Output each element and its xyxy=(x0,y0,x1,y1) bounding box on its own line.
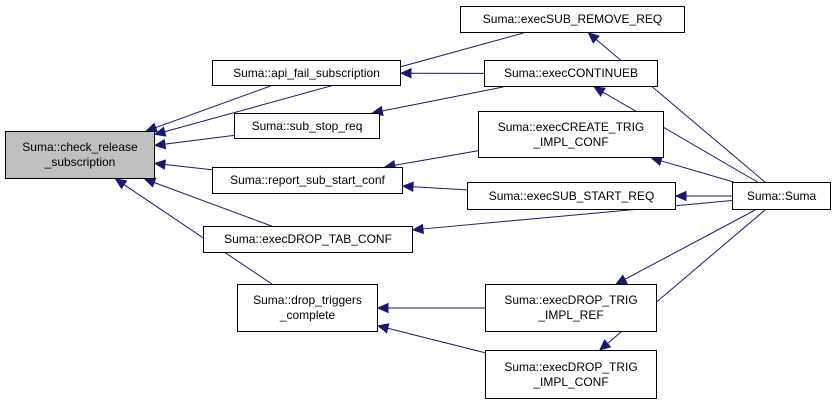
node-suma-constructor[interactable]: Suma::Suma xyxy=(732,182,831,210)
node-api-fail-subscription[interactable]: Suma::api_fail_subscription xyxy=(212,60,401,86)
node-label-line: _IMPL_CONF xyxy=(533,374,609,389)
edge-suma-to-exec_drop_tab xyxy=(422,200,733,230)
edge-suma-to-exec_create_trig xyxy=(660,160,734,183)
node-exec-create-trig-impl-conf[interactable]: Suma::execCREATE_TRIG _IMPL_CONF xyxy=(478,111,664,158)
arrowhead-icon xyxy=(376,302,389,314)
edge-exec_drop_trig_conf-to-drop_triggers xyxy=(387,327,486,354)
edge-exec_drop_tab-to-check_release xyxy=(153,182,272,227)
edge-api_fail-to-check_release xyxy=(155,85,271,129)
arrowhead-icon xyxy=(399,67,412,79)
arrowhead-icon xyxy=(598,339,612,351)
node-label-line: Suma::execCONTINUEB xyxy=(503,66,639,80)
node-label-line: Suma::sub_stop_req xyxy=(251,118,363,133)
edge-exec_sub_start-to-report_sub_start xyxy=(412,186,468,191)
arrowhead-icon xyxy=(153,126,167,137)
node-label-line: Suma::Suma xyxy=(746,188,817,203)
node-check-release-subscription: Suma::check_release _subscription xyxy=(5,131,155,179)
node-label-line: Suma::check_release xyxy=(22,140,138,154)
node-label-line: Suma::execCREATE_TRIG xyxy=(497,119,645,134)
arrowhead-icon xyxy=(593,86,606,97)
edge-suma-to-exec_continueb xyxy=(602,91,758,183)
edge-suma-to-exec_drop_trig_ref xyxy=(624,209,756,280)
node-exec-drop-trig-impl-conf[interactable]: Suma::execDROP_TRIG _IMPL_CONF xyxy=(485,350,657,399)
node-label-line: Suma::drop_triggers xyxy=(253,293,362,307)
arrowhead-icon xyxy=(153,138,167,150)
arrowhead-icon xyxy=(376,323,390,334)
node-label-line: _IMPL_REF xyxy=(538,308,604,322)
arrowhead-icon xyxy=(587,32,600,44)
node-exec-drop-trig-impl-ref[interactable]: Suma::execDROP_TRIG _IMPL_REF xyxy=(485,284,657,332)
arrowhead-icon xyxy=(674,190,687,202)
node-label-line: Suma::api_fail_subscription xyxy=(233,65,380,80)
arrowhead-icon xyxy=(114,178,128,190)
edge-sub_stop_req-to-check_release xyxy=(164,134,235,145)
arrowhead-icon xyxy=(615,274,628,285)
node-exec-sub-remove-req[interactable]: Suma::execSUB_REMOVE_REQ xyxy=(460,6,685,33)
node-exec-drop-tab-conf[interactable]: Suma::execDROP_TAB_CONF xyxy=(203,226,413,253)
node-exec-sub-start-req[interactable]: Suma::execSUB_START_REQ xyxy=(467,182,676,210)
node-label-line: _IMPL_CONF xyxy=(533,134,609,149)
node-label-line: Suma::report_sub_start_conf xyxy=(230,173,385,187)
arrowhead-icon xyxy=(143,177,157,188)
node-exec-continueb[interactable]: Suma::execCONTINUEB xyxy=(484,60,658,87)
edge-exec_create_trig-to-report_sub_start xyxy=(394,150,479,166)
node-label-line: Suma::execSUB_START_REQ xyxy=(488,188,655,203)
arrowhead-icon xyxy=(411,223,424,235)
edge-report_sub_start-to-check_release xyxy=(164,164,213,171)
node-label-line: Suma::execDROP_TAB_CONF xyxy=(224,232,392,246)
edge-drop_triggers-to-check_release xyxy=(123,184,273,285)
edge-exec_continueb-to-sub_stop_req xyxy=(382,86,504,112)
arrowhead-icon xyxy=(401,181,414,192)
node-label-line: Suma::execDROP_TRIG xyxy=(504,293,638,307)
node-sub-stop-req[interactable]: Suma::sub_stop_req xyxy=(234,113,380,139)
node-label-line: Suma::execSUB_REMOVE_REQ xyxy=(482,12,663,26)
node-drop-triggers-complete[interactable]: Suma::drop_triggers _complete xyxy=(237,284,378,332)
arrowhead-icon xyxy=(153,159,167,170)
node-report-sub-start-conf[interactable]: Suma::report_sub_start_conf xyxy=(212,167,403,194)
node-label-line: _complete xyxy=(279,308,336,322)
node-label-line: _subscription xyxy=(44,155,116,169)
node-label-line: Suma::execDROP_TRIG xyxy=(504,359,638,374)
